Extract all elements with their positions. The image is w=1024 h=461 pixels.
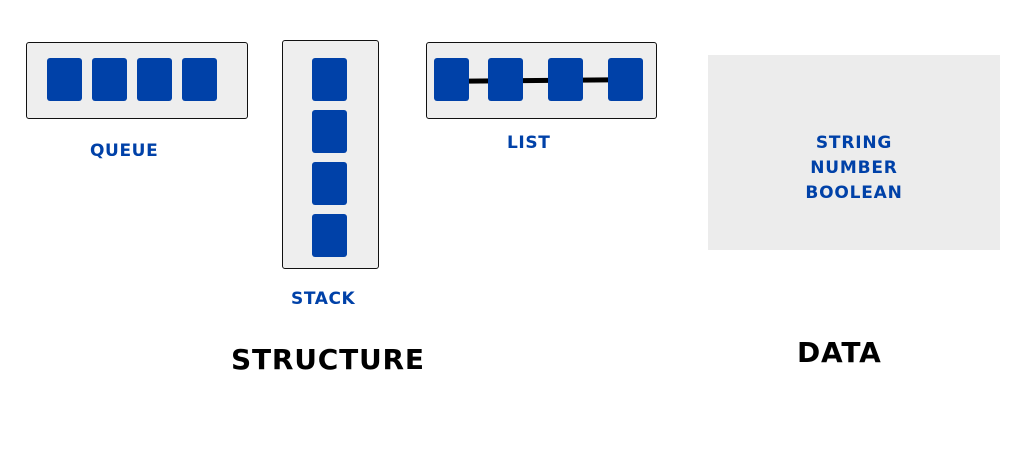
- stack-item: [312, 162, 347, 205]
- data-type-boolean: BOOLEAN: [805, 183, 903, 203]
- data-type-string: STRING: [815, 133, 893, 153]
- structure-heading: STRUCTURE: [231, 343, 425, 376]
- list-label: LIST: [507, 133, 551, 153]
- list-node: [434, 58, 469, 101]
- queue-item: [137, 58, 172, 101]
- data-type-number: NUMBER: [810, 158, 898, 178]
- data-heading: DATA: [797, 336, 882, 369]
- queue-item: [47, 58, 82, 101]
- queue-item: [92, 58, 127, 101]
- stack-item: [312, 58, 347, 101]
- queue-item: [182, 58, 217, 101]
- queue-container: [26, 42, 248, 119]
- stack-item: [312, 214, 347, 257]
- stack-item: [312, 110, 347, 153]
- list-node: [488, 58, 523, 101]
- data-types-panel: STRING NUMBER BOOLEAN: [708, 55, 1000, 250]
- stack-container: [282, 40, 379, 269]
- list-node: [608, 58, 643, 101]
- queue-label: QUEUE: [90, 141, 159, 161]
- list-node: [548, 58, 583, 101]
- stack-label: STACK: [291, 289, 356, 309]
- data-types-list: STRING NUMBER BOOLEAN: [708, 131, 1000, 206]
